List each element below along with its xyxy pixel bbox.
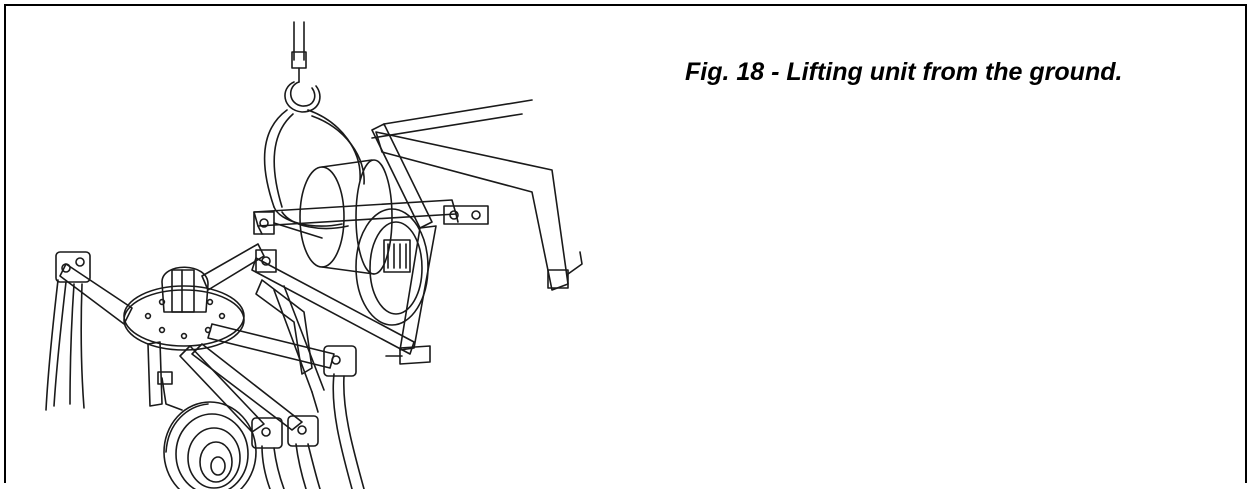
figure-illustration — [12, 12, 652, 489]
tine-clamps — [55, 251, 357, 449]
figure-frame: Fig. 18 - Lifting unit from the ground. — [4, 4, 1247, 489]
gearbox-drum — [299, 159, 429, 326]
figure-caption: Fig. 18 - Lifting unit from the ground. — [685, 58, 1123, 86]
connecting-arm — [201, 243, 313, 375]
hitch-frame — [251, 99, 583, 365]
rotor-hub — [123, 266, 245, 351]
frame-struts — [273, 285, 325, 413]
crane-hook — [284, 21, 321, 113]
ground-wheel — [157, 371, 257, 489]
